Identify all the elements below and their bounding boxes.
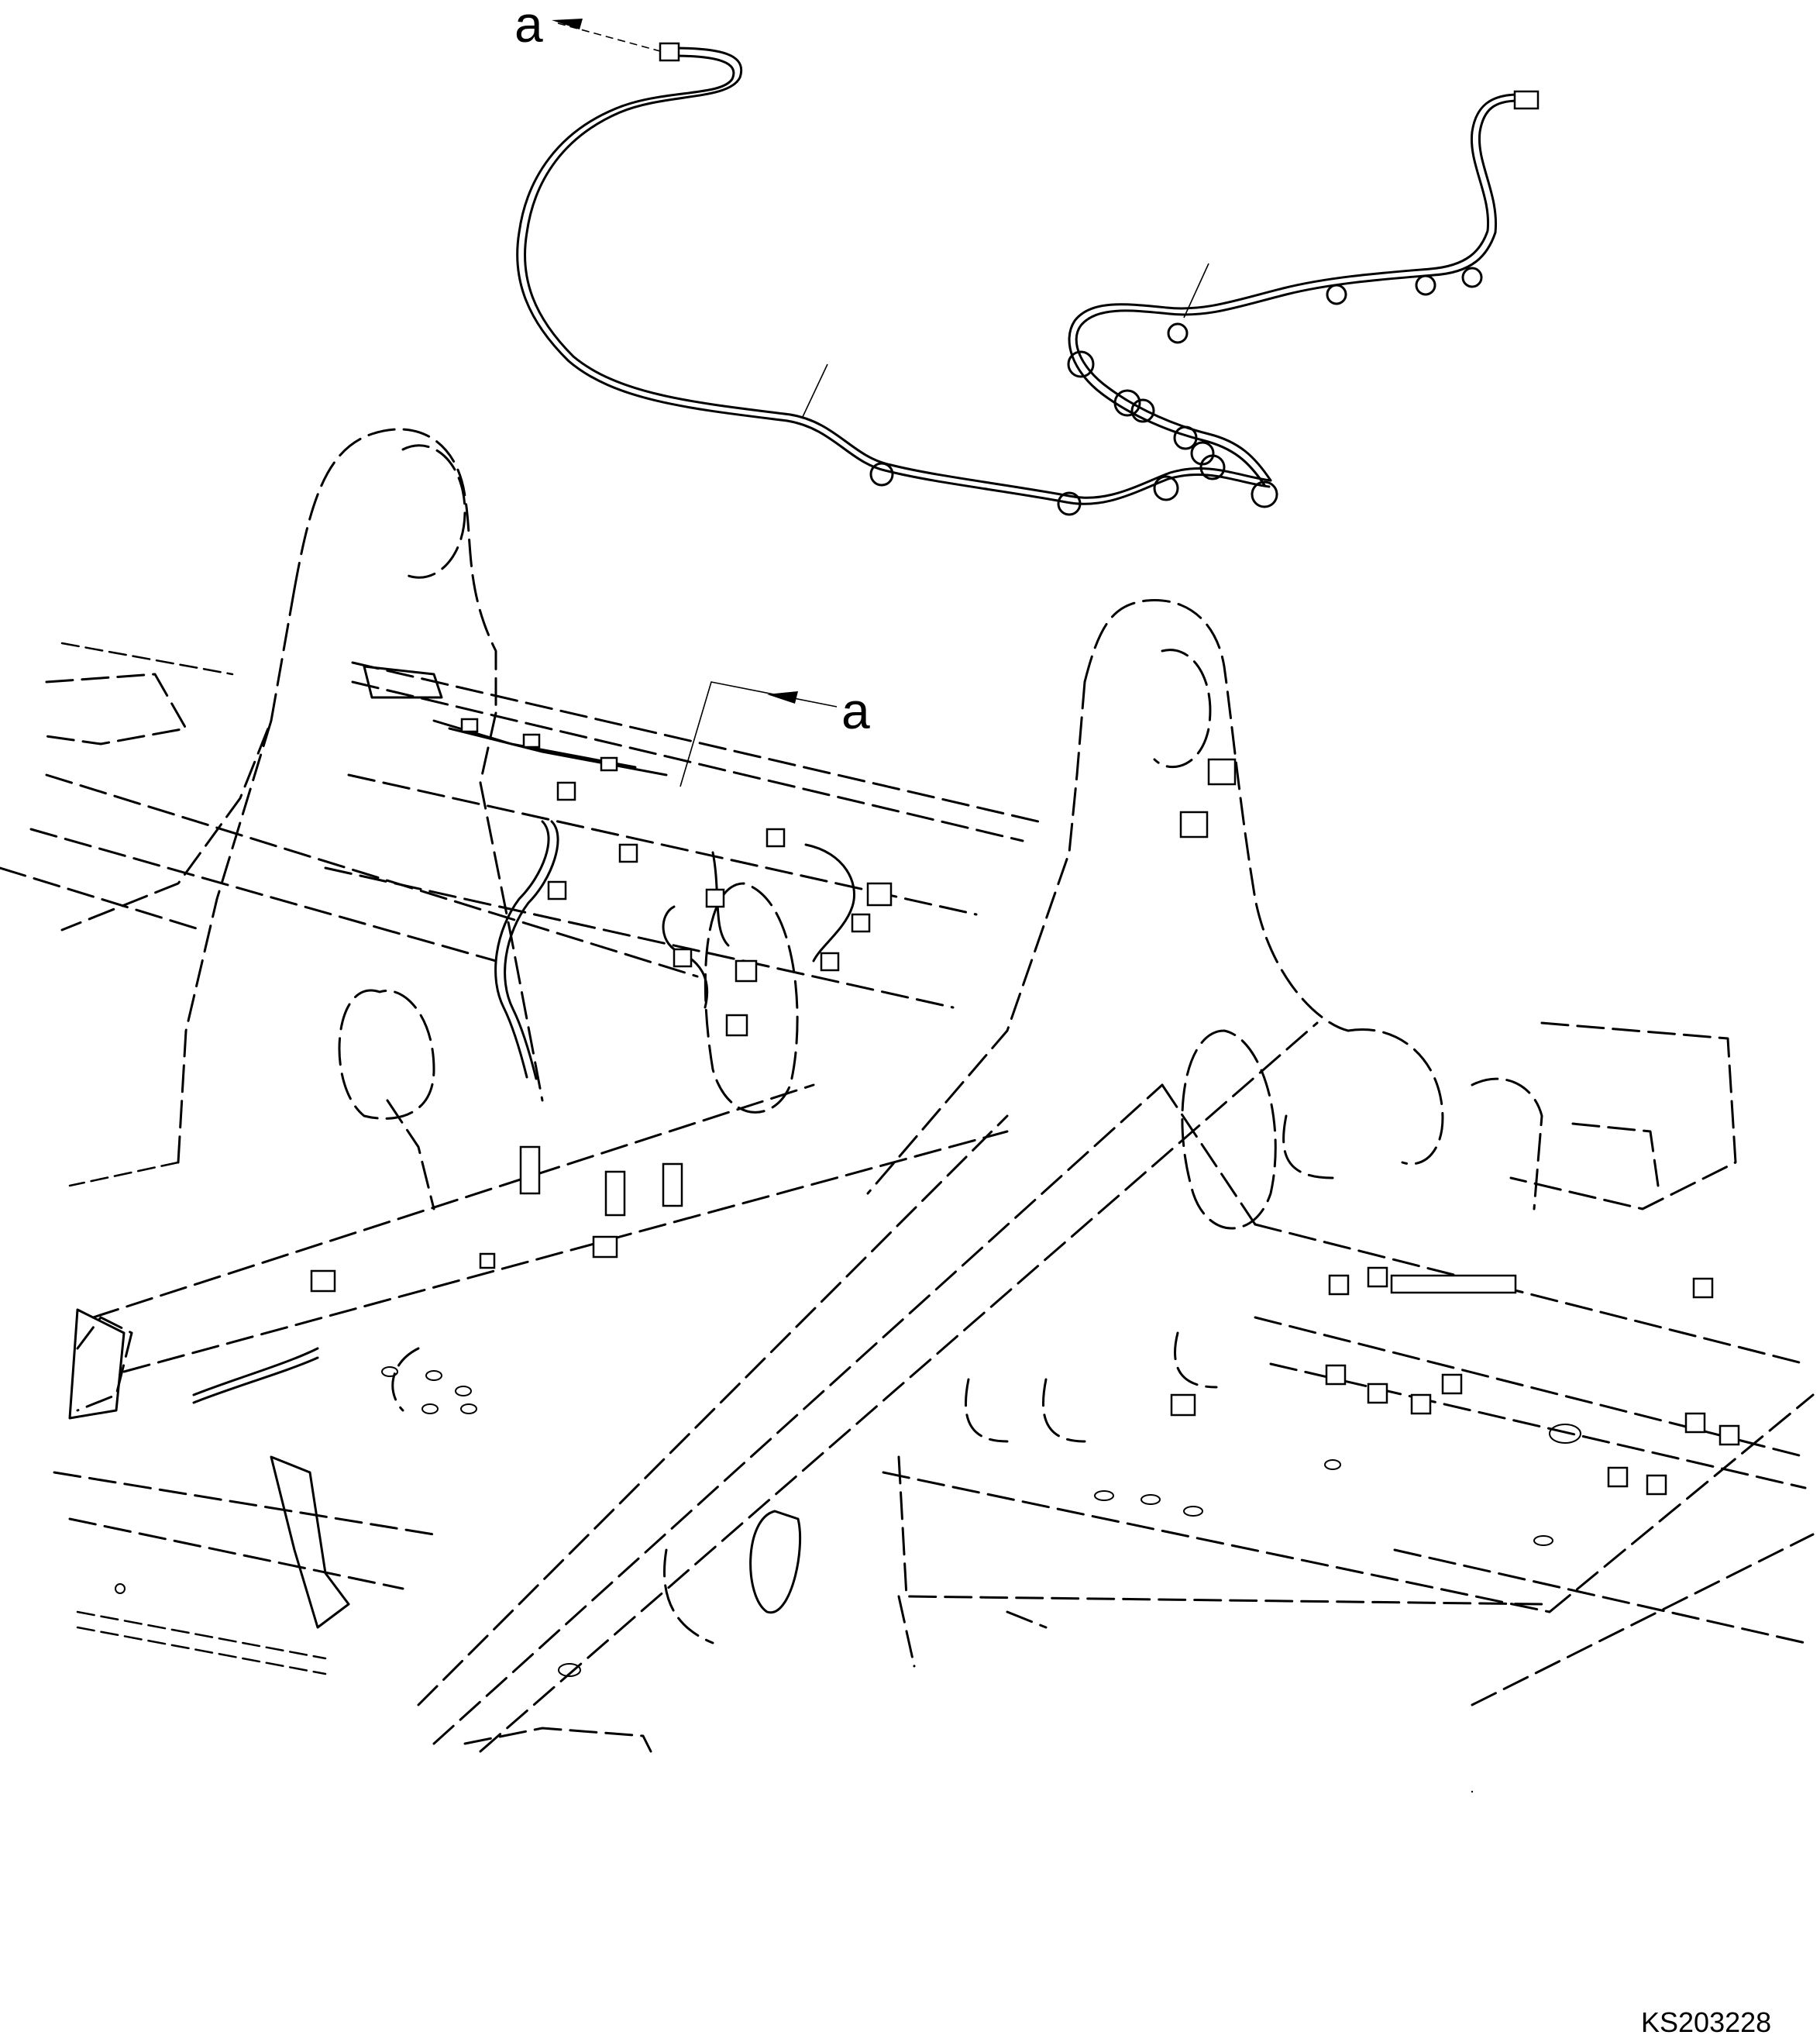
- view-marker-mid: a: [841, 682, 870, 739]
- harness-clamps: [869, 267, 1483, 516]
- drawing-code: KS203228: [1641, 2006, 1772, 2038]
- frame-harness-parts: [363, 665, 1237, 1080]
- wire-harness: [516, 42, 1540, 516]
- connector-left: [659, 42, 680, 62]
- connector-right: [1513, 90, 1540, 110]
- view-arrow-top: [552, 19, 661, 52]
- floor-details: [68, 1145, 1740, 1677]
- view-arrow-mid: [679, 681, 838, 787]
- machine-frame: [0, 428, 1815, 1753]
- view-marker-top: a: [514, 0, 543, 53]
